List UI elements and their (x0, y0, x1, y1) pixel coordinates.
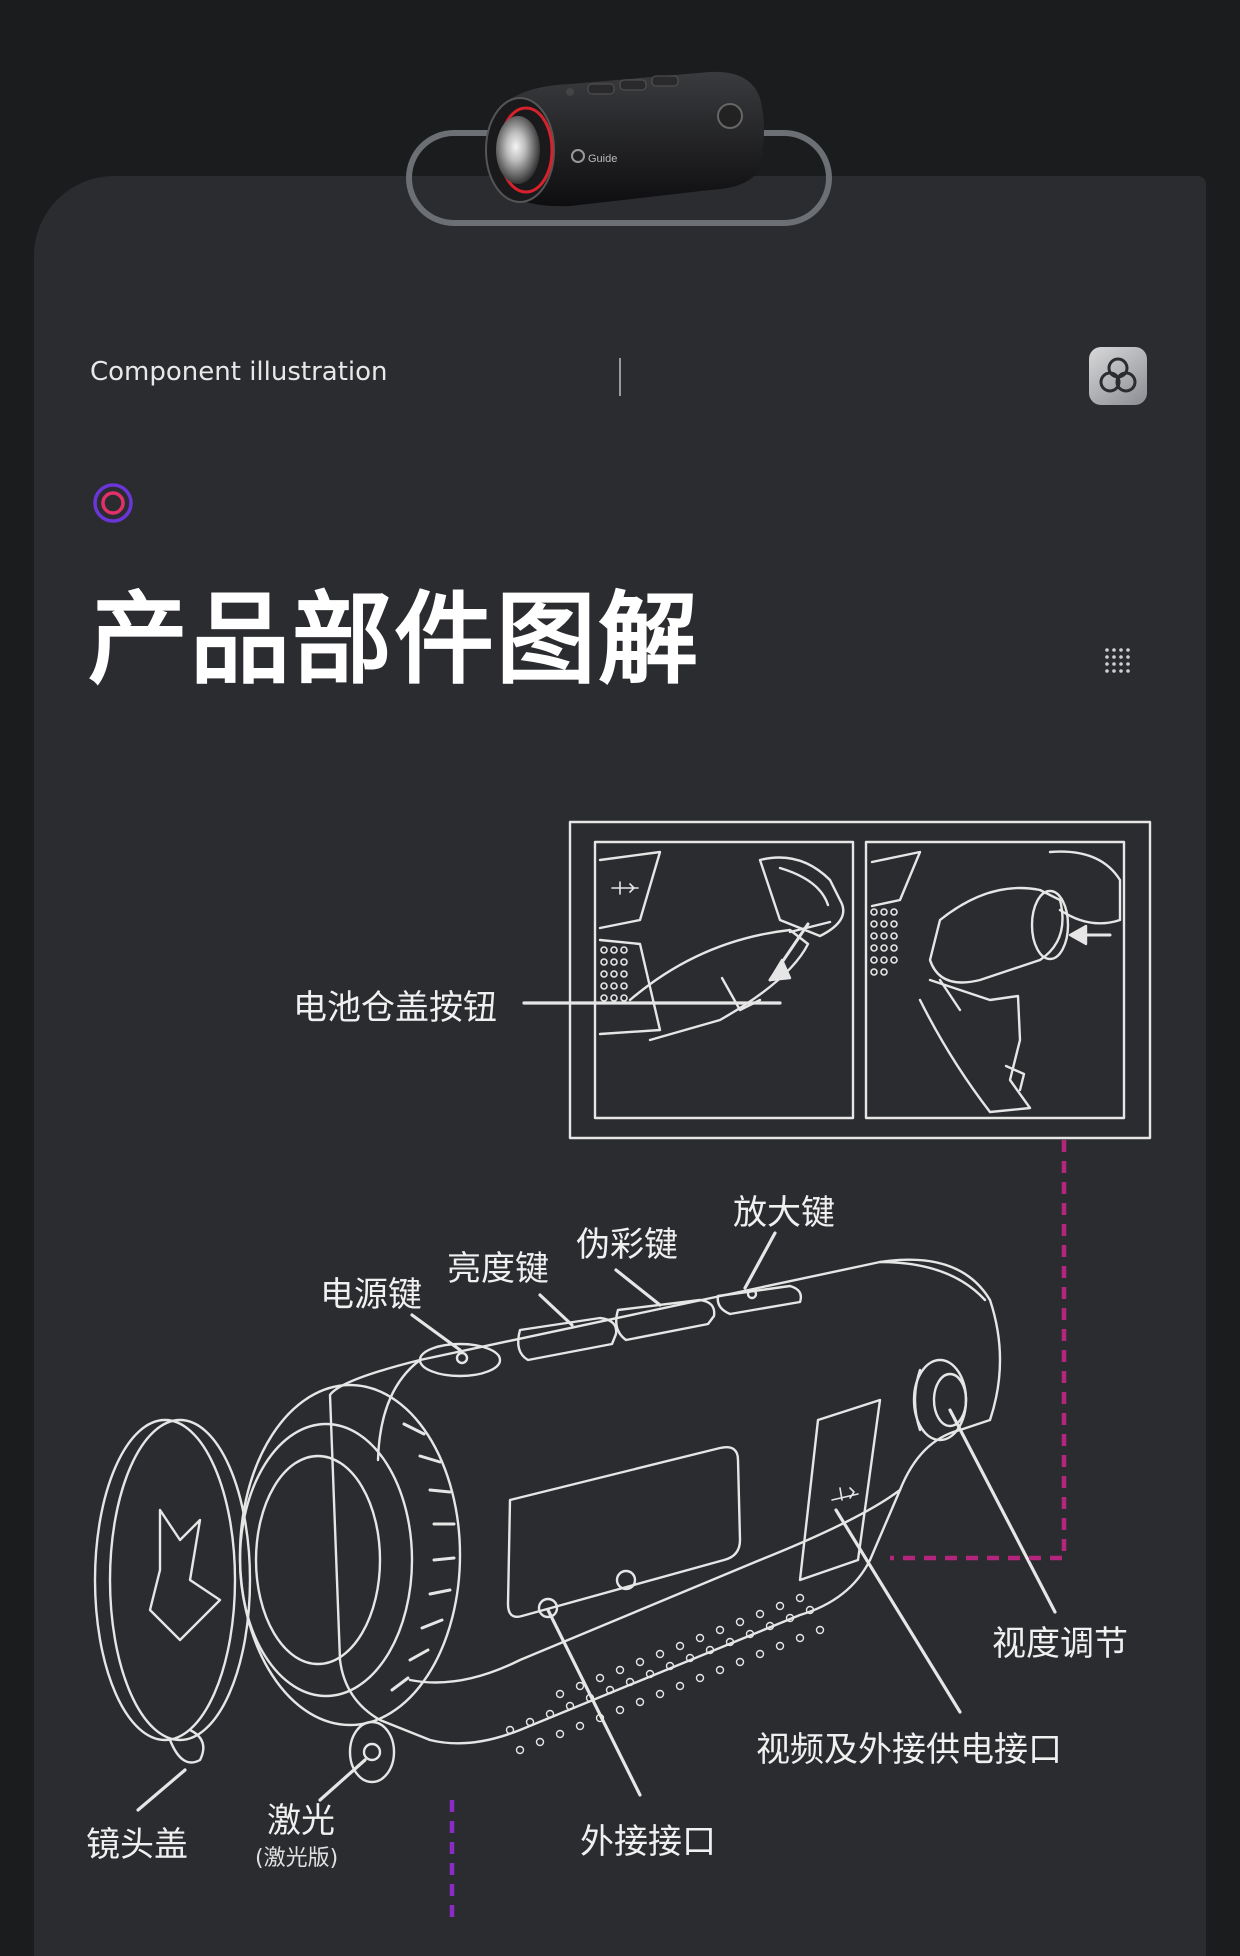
guide-line-battery (890, 1140, 1067, 1561)
header-divider (619, 358, 621, 396)
label-lens-cap: 镜头盖 (86, 1825, 188, 1865)
section-subtitle: Component illustration (90, 357, 388, 387)
label-diopter-adjust: 视度调节 (992, 1624, 1128, 1664)
target-ring-icon (93, 483, 133, 523)
device-line-art (93, 1258, 1002, 1784)
page-title: 产品部件图解 (88, 581, 700, 698)
label-laser: 激光 (267, 1801, 335, 1841)
label-video-power-port: 视频及外接供电接口 (756, 1730, 1062, 1770)
content-card (34, 176, 1206, 1956)
brand-logo: Guide (588, 153, 617, 165)
product-photo: Guide (485, 71, 764, 207)
label-laser-version: (激光版) (255, 1846, 339, 1871)
badge-cube-icon (1089, 347, 1147, 405)
usb-icon (611, 881, 639, 895)
label-zoom-key: 放大键 (733, 1193, 835, 1233)
dot-grid-icon (1105, 648, 1130, 673)
label-power-key: 电源键 (320, 1275, 422, 1315)
inset-right-panel (864, 840, 1126, 1120)
label-pseudo-color-key: 伪彩键 (576, 1225, 678, 1265)
label-battery-cover-button: 电池仓盖按钮 (293, 988, 497, 1028)
label-external-port: 外接接口 (580, 1822, 716, 1862)
label-brightness-key: 亮度键 (447, 1249, 549, 1289)
battery-inset-frame (568, 820, 1152, 1140)
inset-left-panel (593, 840, 855, 1120)
usb-icon (831, 1487, 859, 1501)
